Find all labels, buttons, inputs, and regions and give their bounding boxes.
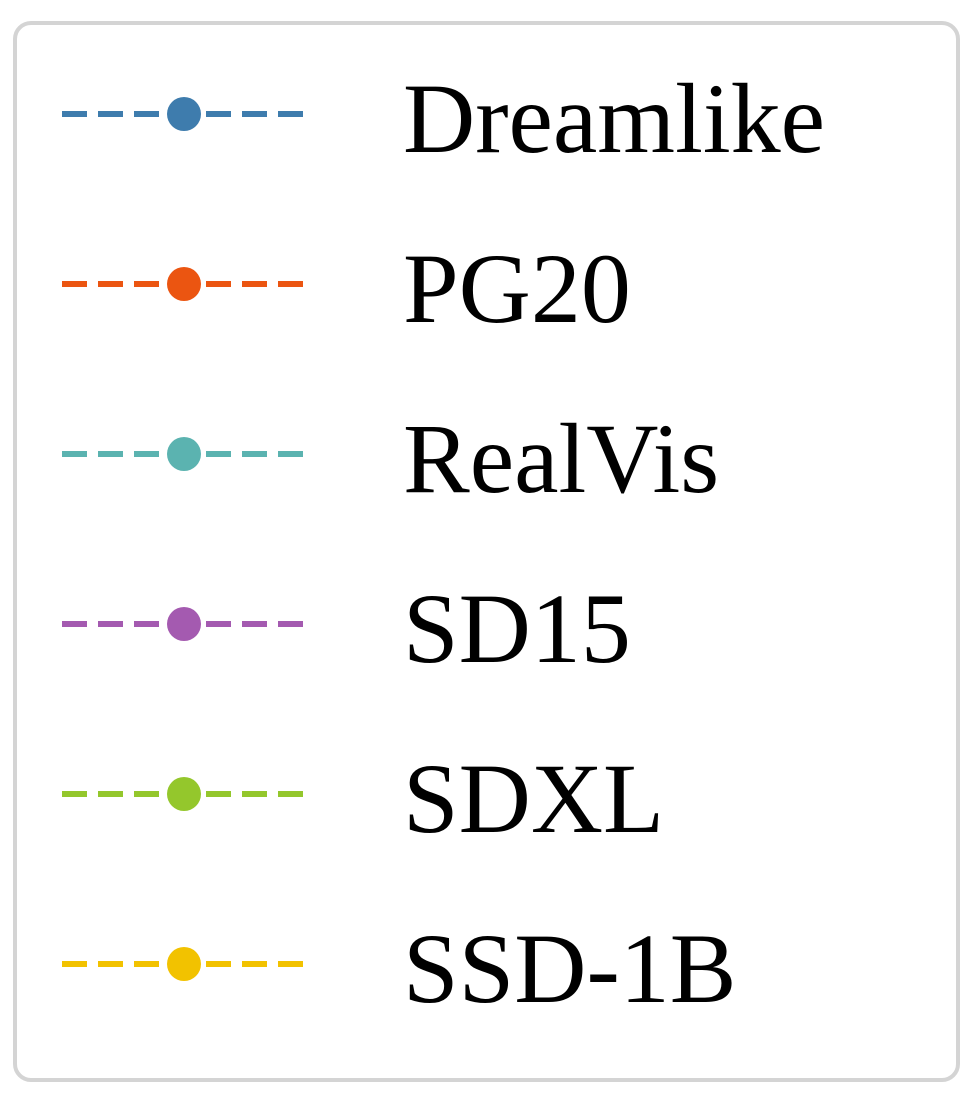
legend-label-sdxl: SDXL [403, 743, 664, 854]
legend-label-pg20: PG20 [403, 233, 631, 344]
legend-frame [13, 21, 960, 1082]
legend-marker-dreamlike [167, 97, 201, 131]
legend-marker-realvis [167, 437, 201, 471]
legend-label-realvis: RealVis [403, 403, 719, 514]
legend-entry-sdxl: SDXL [62, 743, 664, 854]
legend-label-dreamlike: Dreamlike [403, 63, 825, 174]
legend-marker-sd15 [167, 607, 201, 641]
legend-entry-pg20: PG20 [62, 233, 631, 344]
legend-entry-dreamlike: Dreamlike [62, 63, 825, 174]
legend-entry-sd15: SD15 [62, 573, 631, 684]
legend-marker-sdxl [167, 777, 201, 811]
legend-label-sd15: SD15 [403, 573, 631, 684]
legend-entry-ssd-1b: SSD-1B [62, 913, 736, 1024]
legend-marker-ssd-1b [167, 947, 201, 981]
legend-marker-pg20 [167, 267, 201, 301]
legend-entry-realvis: RealVis [62, 403, 719, 514]
legend-label-ssd-1b: SSD-1B [403, 913, 736, 1024]
